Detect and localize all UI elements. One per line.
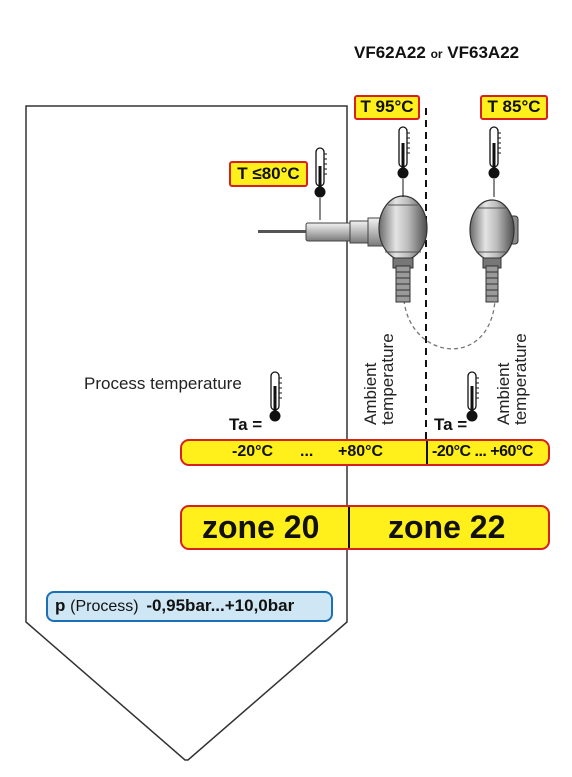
thermometer-icon <box>397 126 410 197</box>
range-left-dots: ... <box>300 443 314 460</box>
pressure-range: -0,95bar...+10,0bar <box>146 596 295 615</box>
ta-left-label: Ta = <box>229 415 263 434</box>
tag-head-a-temp: T 95°C <box>354 95 420 120</box>
zone-22-label: zone 22 <box>388 509 506 545</box>
ambient-temperature-left: Ambient temperature <box>361 333 397 425</box>
cable-arc <box>403 299 496 350</box>
zone-divider <box>348 507 350 548</box>
thermometer-icon <box>314 147 327 220</box>
pressure-context: (Process) <box>70 598 139 615</box>
device-head-b <box>469 199 519 303</box>
range-divider <box>426 441 428 464</box>
temperature-word: temperature <box>511 333 530 425</box>
device-head-a <box>378 195 428 303</box>
thermometer-icon <box>269 371 282 422</box>
silo-outline <box>25 105 348 761</box>
ambient-temperature-right: Ambient temperature <box>494 333 530 425</box>
model-designation: VF62A22 or VF63A22 <box>354 43 519 63</box>
range-left-max: +80°C <box>338 443 384 460</box>
process-pressure-box: p (Process) -0,95bar...+10,0bar <box>46 591 333 622</box>
tag-head-b-temp: T 85°C <box>480 95 548 120</box>
ambient-range-bar: -20°C ... +80°C -20°C ... +60°C <box>180 439 550 466</box>
model-a: VF62A22 <box>354 43 426 62</box>
probe-sensor <box>258 217 385 247</box>
or-word: or <box>430 47 443 61</box>
pressure-symbol: p <box>55 596 66 615</box>
range-right: -20°C ... +60°C <box>432 443 533 460</box>
temperature-word: temperature <box>378 333 397 425</box>
zone-bar: zone 20 zone 22 <box>180 505 550 550</box>
thermometer-icon <box>466 371 479 422</box>
ambient-word: Ambient <box>494 362 513 425</box>
thermometer-icon <box>488 126 501 197</box>
zone-20-label: zone 20 <box>202 509 320 545</box>
ta-right-label: Ta = <box>434 415 468 434</box>
process-temperature-label: Process temperature <box>84 374 242 393</box>
model-b: VF63A22 <box>447 43 520 62</box>
ambient-word: Ambient <box>361 362 380 425</box>
range-left-min: -20°C <box>232 443 274 460</box>
tag-sensor-temp: T ≤80°C <box>229 161 308 187</box>
